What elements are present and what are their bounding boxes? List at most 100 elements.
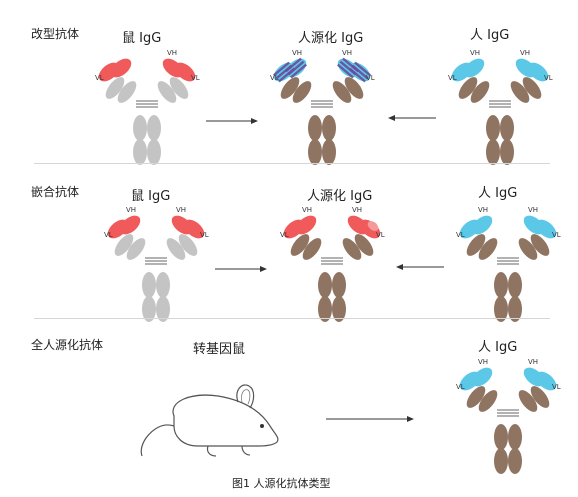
vh-right-label: VH — [167, 49, 177, 57]
vl-right-label: VL — [552, 383, 561, 391]
transgenic-mouse-illustration — [140, 384, 279, 457]
vl-right-domain — [535, 219, 557, 239]
vl-right-label: VL — [200, 231, 209, 239]
fc-right-upper-domain — [332, 272, 346, 298]
light-cl-left — [290, 234, 310, 256]
heavy-ch1-left — [470, 81, 490, 103]
vl-left-label: VL — [104, 231, 113, 239]
heavy-ch1-left — [292, 81, 312, 103]
divider-1 — [34, 163, 550, 164]
heavy-ch1-right — [518, 238, 538, 260]
vh-left-label: VH — [478, 206, 488, 214]
heavy-ch1-left — [478, 390, 498, 412]
fc-right-lower-domain — [147, 139, 161, 165]
vh-left-label: VH — [292, 49, 302, 57]
figure-caption: 图1 人源化抗体类型 — [232, 477, 331, 490]
title-mouse-igg: 鼠 IgG — [122, 31, 162, 46]
light-cl-left — [458, 77, 478, 99]
vh-left-label: VH — [302, 206, 312, 214]
vl-right-domain — [183, 219, 205, 239]
title-mouse-igg-2: 鼠 IgG — [131, 189, 171, 204]
title-human-igg-2: 人 IgG — [478, 186, 518, 201]
vh-right-label: VH — [520, 49, 530, 57]
heavy-ch1-right — [510, 81, 530, 103]
vl-left-label: VL — [456, 383, 465, 391]
cdr-stripes-vl-right — [348, 61, 372, 83]
vl-right-domain — [527, 62, 549, 82]
fc-right-lower-domain — [156, 296, 170, 322]
fc-left-upper-domain — [318, 272, 332, 298]
antibody-human-igg-2: VL VH VH VL — [456, 206, 561, 322]
light-cl-right — [178, 234, 198, 256]
fc-left-upper-domain — [486, 115, 500, 141]
arrow-right-row2 — [215, 266, 267, 272]
vl-right-label: VL — [191, 74, 200, 82]
vh-left-domain — [110, 58, 132, 78]
fc-left-lower-domain — [308, 139, 322, 165]
fc-right-lower-domain — [500, 139, 514, 165]
vl-left-label: VL — [448, 74, 457, 82]
fc-right-upper-domain — [322, 115, 336, 141]
antibody-human-igg: VL VH VH VL — [448, 49, 553, 165]
vl-left-label: VL — [456, 231, 465, 239]
vh-right-label: VH — [342, 49, 352, 57]
vh-right-label: VH — [176, 206, 186, 214]
fc-right-lower-domain — [508, 448, 522, 474]
row-label-chimeric: 嵌合抗体 — [31, 185, 80, 199]
heavy-ch1-right — [342, 238, 362, 260]
row-label-reshaped: 改型抗体 — [31, 27, 80, 41]
light-cl-right — [530, 234, 550, 256]
arrow-right-row3 — [326, 416, 414, 422]
heavy-ch1-left — [117, 81, 137, 103]
divider-2 — [34, 318, 550, 319]
vh-left-domain — [471, 215, 493, 235]
fc-right-upper-domain — [508, 424, 522, 450]
vh-right-label: VH — [528, 358, 538, 366]
row-label-fully-human: 全人源化抗体 — [31, 338, 104, 352]
title-transgenic-mouse: 转基因鼠 — [193, 342, 246, 357]
light-cl-right — [344, 77, 364, 99]
title-human-igg: 人 IgG — [470, 28, 510, 43]
light-cl-left — [280, 77, 300, 99]
fc-right-upper-domain — [500, 115, 514, 141]
vh-left-domain — [119, 215, 141, 235]
heavy-ch1-left — [302, 238, 322, 260]
vl-right-label: VL — [544, 74, 553, 82]
vh-left-domain — [463, 58, 485, 78]
fc-left-lower-domain — [486, 139, 500, 165]
heavy-ch1-right — [332, 81, 352, 103]
light-cl-left — [105, 77, 125, 99]
title-human-igg-3: 人 IgG — [478, 340, 518, 355]
fc-right-upper-domain — [147, 115, 161, 141]
vl-right-label: VL — [552, 231, 561, 239]
heavy-ch1-left — [478, 238, 498, 260]
light-cl-right — [354, 234, 374, 256]
fc-right-lower-domain — [508, 296, 522, 322]
fc-left-upper-domain — [133, 115, 147, 141]
vl-left-label: VL — [270, 74, 279, 82]
fc-left-lower-domain — [318, 296, 332, 322]
heavy-ch1-right — [518, 390, 538, 412]
cdr-stripes-vh-left — [284, 57, 308, 79]
fc-left-upper-domain — [494, 424, 508, 450]
light-cl-left — [466, 234, 486, 256]
vh-left-label: VH — [470, 49, 480, 57]
fc-right-lower-domain — [332, 296, 346, 322]
vh-right-label: VH — [528, 206, 538, 214]
fc-right-lower-domain — [322, 139, 336, 165]
fc-left-upper-domain — [494, 272, 508, 298]
vl-right-label: VL — [376, 231, 385, 239]
fc-left-upper-domain — [142, 272, 156, 298]
fc-right-upper-domain — [156, 272, 170, 298]
light-cl-left — [466, 386, 486, 408]
arrow-left-row1 — [388, 115, 436, 121]
light-cl-right — [530, 386, 550, 408]
vl-right-domain — [535, 371, 557, 391]
heavy-ch1-right — [166, 238, 186, 260]
arrow-right-row1 — [206, 118, 258, 124]
heavy-ch1-right — [157, 81, 177, 103]
